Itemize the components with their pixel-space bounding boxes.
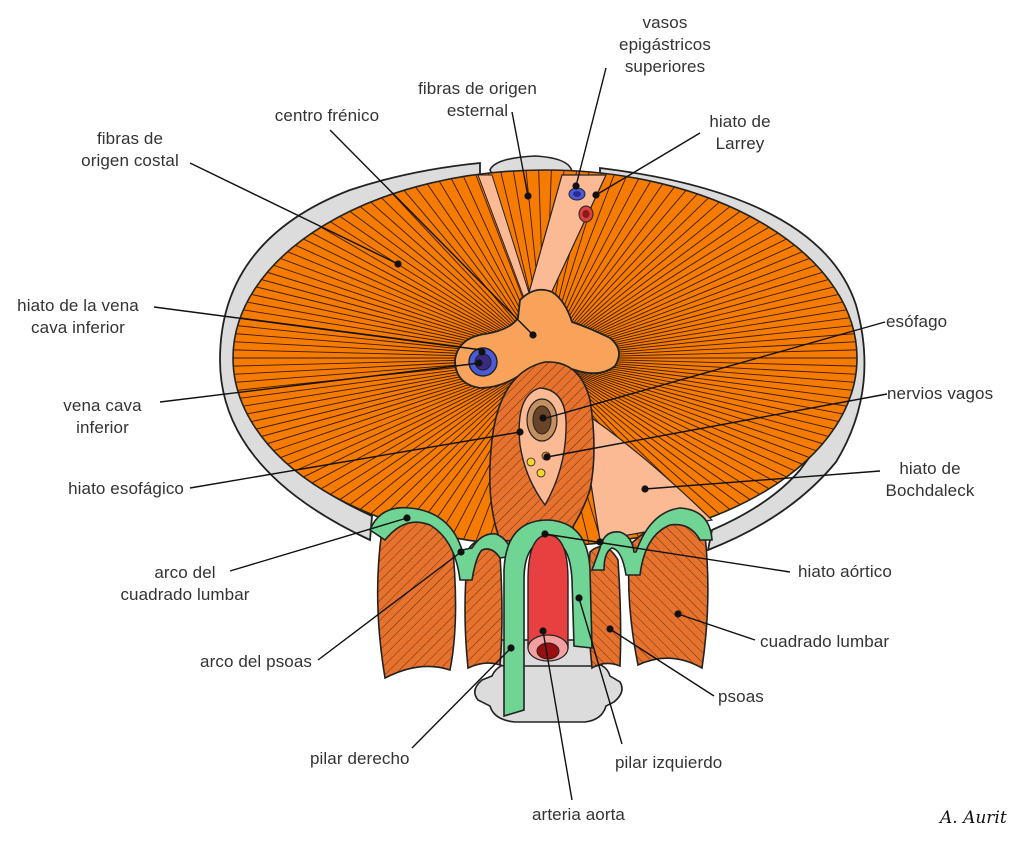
label-nervios-vagos: nervios vagos — [887, 384, 994, 403]
muscle-fiber — [555, 184, 723, 347]
muscle-fiber — [313, 211, 532, 349]
leader-lines — [153, 67, 888, 801]
label-pilar-izquierdo: pilar izquierdo — [615, 753, 723, 772]
muscle-fiber — [558, 205, 767, 348]
label-arco-cuadrado: arco del cuadrado lumbar — [120, 563, 250, 604]
label-arco-psoas: arco del psoas — [200, 652, 312, 671]
muscle-fiber — [391, 176, 537, 346]
label-hiato-larrey: hiato de Larrey — [709, 112, 771, 153]
muscle-fiber — [560, 230, 804, 350]
muscle-fiber — [334, 199, 533, 348]
muscle-fiber — [553, 176, 699, 346]
muscle-fiber — [564, 361, 857, 410]
muscle-fiber — [334, 368, 533, 517]
muscle-fiber — [560, 365, 813, 479]
label-cuadrado-lumbar: cuadrado lumbar — [760, 632, 890, 651]
muscle-fiber — [561, 251, 828, 352]
label-fibras-esternal: fibras de origen esternal — [418, 79, 537, 120]
muscle-fiber — [561, 365, 821, 472]
muscle-fiber — [552, 170, 674, 346]
label-hiato-aortico: hiato aórtico — [798, 562, 892, 581]
label-psoas: psoas — [718, 687, 764, 706]
muscle-fiber — [562, 363, 841, 450]
leader-dots — [394, 182, 682, 652]
muscle-fiber — [269, 244, 529, 351]
muscle-fiber — [304, 367, 531, 499]
label-arteria-aorta: arteria aorta — [532, 805, 625, 824]
muscle-fiber — [554, 180, 711, 347]
label-pilar-derecho: pilar derecho — [310, 749, 410, 768]
vagus-nerve — [536, 468, 546, 478]
muscle-fiber — [564, 360, 857, 402]
muscle-fiber — [304, 217, 531, 349]
muscle-fiber — [563, 362, 852, 434]
vagus-nerve — [526, 457, 536, 467]
muscle-fiber — [563, 362, 857, 426]
muscle-fiber — [563, 363, 847, 442]
muscle-fiber — [560, 237, 813, 351]
muscle-fiber — [323, 205, 532, 348]
muscle-fiber — [559, 367, 786, 499]
muscle-fiber — [356, 189, 534, 347]
muscle-fiber — [313, 367, 532, 505]
muscle-fiber — [294, 223, 531, 350]
muscle-fiber — [561, 244, 821, 351]
author-signature: A. Aurit — [940, 808, 1007, 828]
quadratus-lumborum-right — [376, 518, 457, 680]
aorta — [527, 534, 569, 662]
muscle-fiber — [286, 230, 530, 350]
label-centro-frenico: centro frénico — [274, 106, 380, 125]
muscle-fiber — [416, 170, 538, 346]
muscle-fiber — [562, 364, 835, 458]
label-vena-cava-inferior: vena cava inferior — [63, 396, 142, 437]
muscle-fiber — [556, 189, 734, 347]
label-vasos-epigastricos: vasos epigástricos superiores — [619, 13, 711, 76]
muscle-fiber — [557, 368, 756, 517]
muscle-fiber — [553, 172, 686, 346]
muscle-fiber — [556, 194, 745, 348]
label-hiato-vena-cava: hiato de la vena cava inferior — [17, 296, 139, 337]
muscle-fiber — [323, 368, 532, 511]
muscle-fiber — [558, 368, 767, 511]
label-hiato-esofagico: hiato esofágico — [68, 479, 184, 498]
muscle-fiber — [345, 194, 534, 348]
muscle-fiber — [558, 211, 777, 349]
muscle-fiber — [367, 184, 535, 347]
muscle-fiber — [561, 364, 828, 465]
muscle-fiber — [559, 366, 796, 493]
muscle-fibers — [233, 170, 857, 546]
muscle-fiber — [559, 217, 786, 349]
label-hiato-bochdaleck: hiato de Bochdaleck — [885, 459, 975, 500]
muscle-fiber — [560, 366, 804, 486]
muscle-fiber — [277, 237, 530, 351]
muscle-fiber — [557, 199, 756, 348]
lumbar-arches — [369, 506, 713, 718]
muscle-fiber — [559, 223, 796, 350]
muscle-fiber — [379, 180, 536, 347]
label-fibras-costal: fibras de origen costal — [81, 129, 179, 170]
label-esofago: esófago — [886, 312, 948, 331]
